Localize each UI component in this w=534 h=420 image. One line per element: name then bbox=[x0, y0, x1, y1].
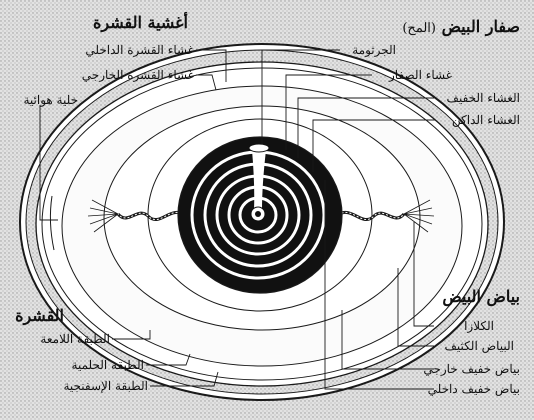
label-chalaza: الكلازا bbox=[464, 319, 494, 333]
heading-yolk: صفار البيض (المح) bbox=[402, 18, 520, 38]
label-light-yolk: الغشاء الخفيف bbox=[447, 91, 520, 105]
label-cuticle: الطبقة اللامعة bbox=[40, 332, 110, 346]
label-germ: الجرثومة bbox=[352, 43, 396, 57]
germ bbox=[249, 144, 269, 152]
heading-egg-white: بياض البيض bbox=[442, 288, 520, 306]
label-dark-yolk: الغشاء الداكن bbox=[452, 113, 520, 127]
label-yolk-membrane: غشاء الصفار bbox=[389, 68, 452, 82]
label-outer-shell-membrane: غشاء القشرة الخارجي bbox=[82, 68, 194, 82]
label-thick-white: البياض الكثيف bbox=[445, 339, 515, 353]
heading-yolk-paren: (المح) bbox=[402, 21, 436, 36]
heading-shell: القشرة bbox=[15, 307, 64, 325]
heading-shell-membranes: أغشية القشرة bbox=[93, 14, 188, 32]
label-inner-shell-membrane: غشاء القشرة الداخلي bbox=[85, 43, 194, 57]
label-outer-thin-white: بياض خفيف خارجي bbox=[423, 362, 520, 376]
heading-yolk-main: صفار البيض bbox=[442, 17, 520, 36]
label-spongy-layer: الطبقة الإسفنجية bbox=[64, 379, 149, 393]
label-mammillary-layer: الطبقة الحلمية bbox=[72, 358, 144, 372]
label-air-cell: خلية هوائية bbox=[23, 93, 78, 107]
label-inner-thin-white: بياض خفيف داخلي bbox=[428, 382, 520, 396]
yolk bbox=[178, 137, 342, 293]
